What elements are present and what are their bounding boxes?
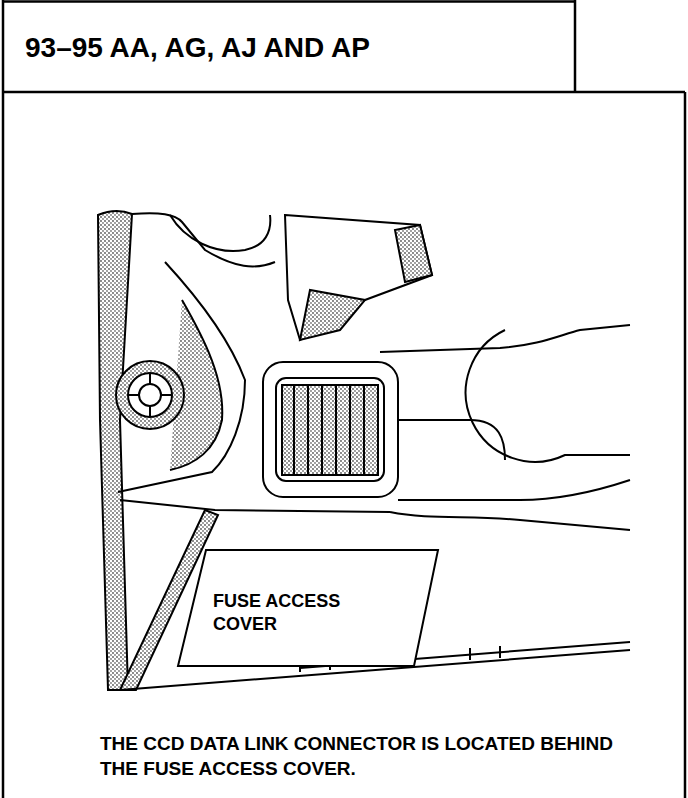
caption-text: THE CCD DATA LINK CONNECTOR IS LOCATED B… xyxy=(100,731,640,781)
title-text: 93–95 AA, AG, AJ AND AP xyxy=(25,32,370,64)
fuse-cover-panel: FUSE ACCESS COVER xyxy=(176,548,440,668)
cover-label: FUSE ACCESS COVER xyxy=(213,590,363,636)
